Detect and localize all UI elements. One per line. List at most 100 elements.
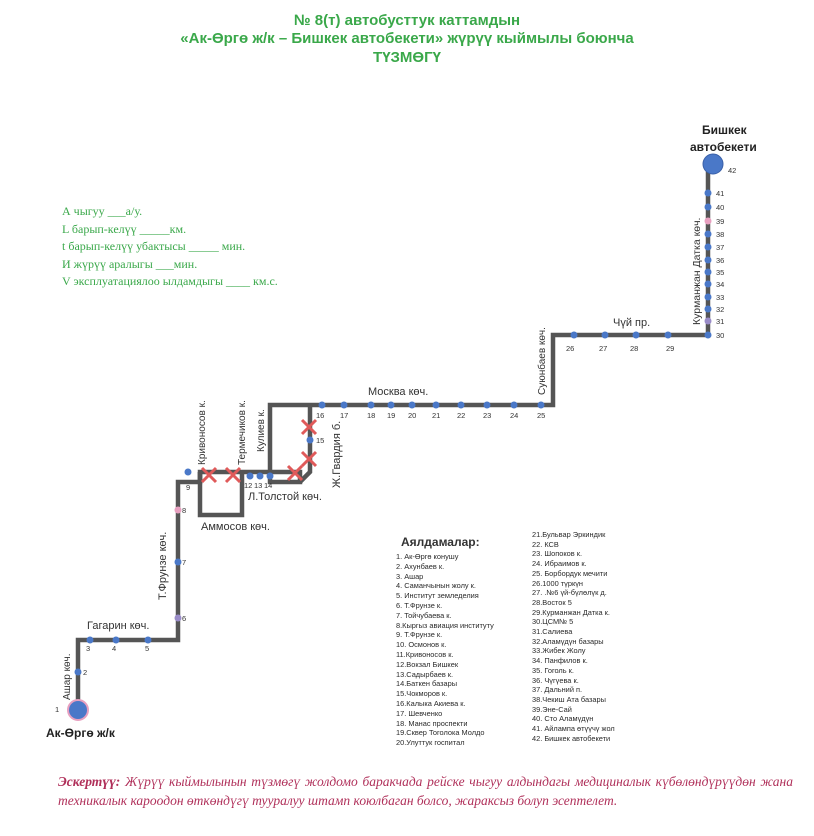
stop-item: 30.ЦСМ№ 5	[532, 617, 574, 627]
stop-marker-16	[318, 401, 326, 409]
stop-num-9: 9	[186, 483, 190, 492]
stop-item: 36. Чүгүева к.	[532, 675, 579, 685]
stop-item: 34. Панфилов к.	[532, 656, 588, 666]
param-length: L барып-келүү _____км.	[62, 221, 187, 236]
param-speed: V эксплуатациялоо ылдамдыгы ____ км.с.	[62, 274, 278, 288]
stop-num-29: 29	[666, 344, 674, 353]
stop-marker-25	[537, 401, 545, 409]
stop-num-38: 38	[716, 230, 724, 239]
stop-item: 14.Баткен базары	[396, 679, 458, 689]
stop-item: 21.Бульвар Эркиндик	[532, 530, 606, 539]
stop-item: 17. Шевченко	[396, 708, 443, 718]
street-moskva: Москва көч.	[368, 386, 428, 398]
stop-num-34: 34	[716, 280, 724, 289]
stop-marker-24	[510, 401, 518, 409]
stop-marker-41	[704, 189, 712, 197]
street-chuy: Чүй пр.	[613, 317, 650, 329]
stop-num-16: 16	[316, 411, 324, 420]
stop-item: 39.Эне-Сай	[532, 704, 572, 714]
stop-marker-2	[74, 668, 82, 676]
stop-item: 22. КСВ	[532, 539, 559, 549]
stop-num-6: 6	[182, 614, 186, 623]
stop-marker-30	[704, 331, 712, 339]
stops-title: Аялдамалар:	[401, 535, 480, 549]
stop-marker-22	[457, 401, 465, 409]
stop-num-5: 5	[145, 644, 149, 653]
stops-column-1: 1. Ак-Өргө конушу 2. Ахунбаев к. 3. Ашар…	[396, 552, 494, 748]
stop-marker-36	[704, 256, 712, 264]
stop-item: 12.Вокзал Бишкек	[396, 659, 459, 669]
stop-item: 16.Калыка Акиева к.	[396, 698, 466, 708]
stop-marker-38	[704, 230, 712, 238]
stop-num-41: 41	[716, 189, 724, 198]
street-kurmanjan: Курманжан Датка көч.	[691, 218, 703, 325]
stop-marker-35	[704, 268, 712, 276]
stop-num-1: 1	[55, 705, 59, 714]
stop-item: 4. Саманчынын жолу к.	[396, 581, 476, 591]
stop-marker-20	[408, 401, 416, 409]
stop-markers	[74, 189, 712, 676]
param-time: t барып-келүү убактысы _____ мин.	[62, 239, 246, 253]
street-kuliev: Кулиев к.	[256, 409, 267, 452]
stop-num-14: 14	[264, 481, 272, 490]
param-interval: И жүрүү аралыгы ___мин.	[62, 256, 198, 271]
street-ashar: Ашар көч.	[62, 653, 73, 700]
stop-num-2: 2	[83, 668, 87, 677]
stop-num-4: 4	[112, 644, 116, 653]
stop-marker-7	[174, 558, 182, 566]
stop-item: 6. Т.Фрунзе к.	[396, 600, 443, 610]
stop-marker-39	[704, 217, 712, 225]
stop-num-19: 19	[387, 411, 395, 420]
stop-num-8: 8	[182, 506, 186, 515]
stop-marker-9	[184, 468, 192, 476]
endpoint-end-label-1: Бишкек	[702, 123, 748, 137]
stop-item: 3. Ашар	[396, 571, 424, 581]
stop-num-30: 30	[716, 331, 724, 340]
stop-num-24: 24	[510, 411, 518, 420]
stop-num-17: 17	[340, 411, 348, 420]
street-termechikov: Термечиков к.	[237, 400, 248, 465]
stop-num-32: 32	[716, 305, 724, 314]
stop-num-15: 15	[316, 436, 324, 445]
stop-num-7: 7	[182, 558, 186, 567]
stop-marker-26	[570, 331, 578, 339]
stop-item: 25. Борбордук мечити	[532, 568, 608, 578]
stop-num-3: 3	[86, 644, 90, 653]
stop-item: 31.Салиева	[532, 627, 573, 637]
stop-marker-21	[432, 401, 440, 409]
stop-item: 33.Жибек Жолу	[532, 646, 586, 656]
schema-title-line2: «Ак-Өргө ж/к – Бишкек автобекети» жүрүү …	[180, 30, 634, 47]
stop-num-20: 20	[408, 411, 416, 420]
stop-item: 10. Осмонов к.	[396, 640, 447, 650]
stop-marker-27	[601, 331, 609, 339]
stop-item: 7. Тойчубаева к.	[396, 610, 452, 620]
street-tolstoy: Л.Толстой көч.	[248, 491, 322, 503]
stop-marker-15	[306, 436, 314, 444]
stop-marker-33	[704, 293, 712, 301]
schema-title-line1: № 8(т) автобусттук каттамдын	[293, 12, 521, 29]
stop-num-42: 42	[728, 166, 736, 175]
stop-marker-29	[664, 331, 672, 339]
stop-marker-8	[174, 506, 182, 514]
stop-item: 13.Садырбаев к.	[396, 669, 454, 679]
stops-legend: Аялдамалар: 1. Ак-Өргө конушу 2. Ахунбае…	[396, 530, 796, 755]
stop-item: 38.Чекиш Ата базары	[532, 694, 606, 704]
endpoint-start-marker	[67, 699, 89, 721]
stop-num-31: 31	[716, 317, 724, 326]
param-vehicles: А чыгуу ___а/у.	[62, 204, 143, 218]
stop-item: 35. Гоголь к.	[532, 665, 574, 675]
stop-item: 8.Кыргыз авиация институту	[396, 620, 494, 630]
stop-num-18: 18	[367, 411, 375, 420]
stop-marker-13	[256, 472, 264, 480]
stop-item: 37. Дальний п.	[532, 685, 583, 695]
stop-item: 24. Ибраимов к.	[532, 559, 587, 569]
stop-marker-17	[340, 401, 348, 409]
endpoint-end-label-2: автобекети	[690, 140, 757, 154]
stop-num-28: 28	[630, 344, 638, 353]
stop-item: 1. Ак-Өргө конушу	[396, 552, 459, 561]
stop-marker-12	[246, 472, 254, 480]
stop-marker-32	[704, 305, 712, 313]
route-parameters: А чыгуу ___а/у. L барып-келүү _____км. t…	[62, 203, 278, 291]
stop-marker-14	[266, 472, 274, 480]
endpoint-start-label: Ак-Өргө ж/к	[46, 726, 116, 740]
